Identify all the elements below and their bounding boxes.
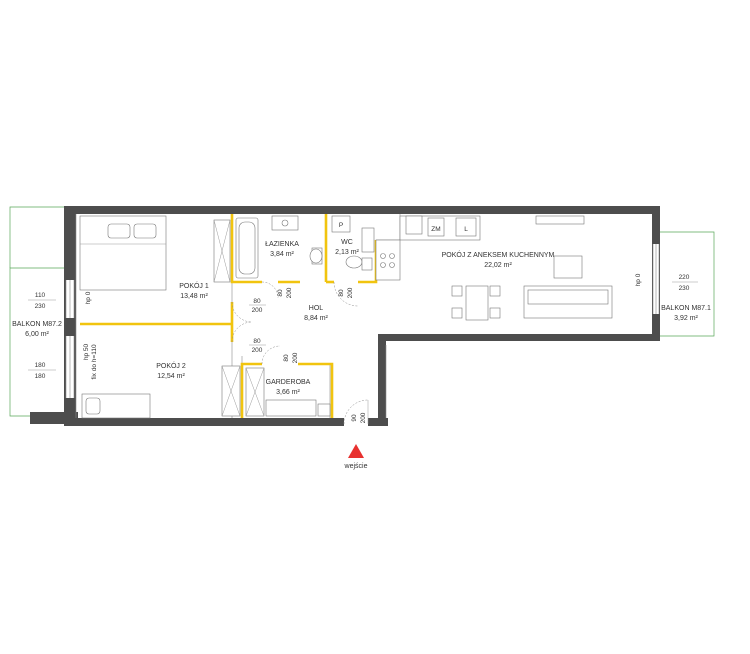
entrance-label: wejście bbox=[344, 463, 368, 470]
salon-name: POKÓJ Z ANEKSEM KUCHENNYM bbox=[442, 250, 555, 259]
door6-h: 200 bbox=[360, 412, 367, 423]
kitchen-counter: ZM L bbox=[375, 215, 481, 281]
win-left-bot-w: 180 bbox=[35, 362, 46, 369]
wardrobe-pokoj1 bbox=[213, 219, 231, 283]
garderoba-area: 3,66 m² bbox=[276, 389, 300, 396]
entrance-arrow-icon bbox=[348, 444, 364, 458]
hp-left: hp 0 bbox=[85, 291, 92, 304]
dining-table bbox=[451, 285, 501, 321]
room-labels: POKÓJ 1 13,48 m² ŁAZIENKA 3,84 m² WC 2,1… bbox=[12, 239, 711, 396]
bed-double bbox=[79, 215, 167, 291]
entrance-marker: wejście bbox=[344, 444, 368, 470]
wardrobe-hall bbox=[221, 365, 241, 417]
win-left-bot-h: 180 bbox=[35, 373, 46, 380]
washer-box: P bbox=[331, 215, 351, 233]
balkon-right-name: BALKON M87.1 bbox=[661, 305, 711, 312]
bath-sink bbox=[271, 215, 299, 231]
washer-label: P bbox=[339, 222, 343, 229]
coffee-table bbox=[553, 255, 583, 279]
doors bbox=[231, 281, 369, 425]
hol-name: HOL bbox=[309, 305, 324, 312]
bath-toilet bbox=[309, 247, 323, 265]
pokoj1-name: POKÓJ 1 bbox=[179, 281, 209, 290]
win-left-top-w: 110 bbox=[35, 292, 46, 299]
fix-line1: hp 50 bbox=[83, 343, 90, 360]
hol-area: 8,84 m² bbox=[304, 315, 328, 322]
door4-w: 80 bbox=[338, 289, 345, 297]
bathtub bbox=[235, 217, 259, 279]
door6-w: 90 bbox=[351, 414, 358, 422]
door3-w: 80 bbox=[277, 289, 284, 297]
pokoj1-area: 13,48 m² bbox=[180, 293, 208, 300]
door5-w: 80 bbox=[283, 354, 290, 362]
door5-h: 200 bbox=[292, 352, 299, 363]
balcony-right-outline bbox=[658, 231, 715, 337]
win-right-h: 230 bbox=[679, 285, 690, 292]
fridge-label: ZM bbox=[431, 226, 440, 233]
lazienka-name: ŁAZIENKA bbox=[265, 241, 299, 248]
appliance-label: L bbox=[464, 226, 468, 233]
wc-name: WC bbox=[341, 239, 353, 246]
wc-fixtures bbox=[345, 227, 375, 271]
door-dimensions: 80 200 80 200 80 200 80 200 80 200 90 20… bbox=[249, 287, 367, 423]
door1-w: 80 bbox=[253, 298, 261, 305]
windows bbox=[65, 244, 660, 418]
balcony-left-outline bbox=[9, 206, 64, 417]
salon-area: 22,02 m² bbox=[484, 262, 512, 269]
door2-w: 80 bbox=[253, 338, 261, 345]
door3-h: 200 bbox=[286, 287, 293, 298]
bed-single bbox=[81, 393, 151, 419]
hp-right: hp 0 bbox=[635, 273, 642, 286]
exterior-walls bbox=[30, 206, 660, 426]
pokoj2-name: POKÓJ 2 bbox=[156, 361, 186, 370]
shelf bbox=[535, 215, 585, 225]
wc-area: 2,13 m² bbox=[335, 249, 359, 256]
balkon-left-area: 6,00 m² bbox=[25, 331, 49, 338]
lazienka-area: 3,84 m² bbox=[270, 251, 294, 258]
balkon-right-area: 3,92 m² bbox=[674, 315, 698, 322]
door4-h: 200 bbox=[347, 287, 354, 298]
pokoj2-area: 12,54 m² bbox=[157, 373, 185, 380]
win-left-top-h: 230 bbox=[35, 303, 46, 310]
garderoba-shelves bbox=[245, 367, 331, 417]
door2-h: 200 bbox=[252, 347, 263, 354]
balkon-left-name: BALKON M87.2 bbox=[12, 321, 62, 328]
door1-h: 200 bbox=[252, 307, 263, 314]
window-dimensions: 110 230 180 180 220 230 hp 0 hp 0 hp 50 … bbox=[28, 273, 698, 380]
fix-line2: fix do h=110 bbox=[91, 344, 98, 380]
win-right-w: 220 bbox=[679, 274, 690, 281]
garderoba-name: GARDEROBA bbox=[266, 379, 311, 386]
sofa bbox=[523, 285, 613, 319]
